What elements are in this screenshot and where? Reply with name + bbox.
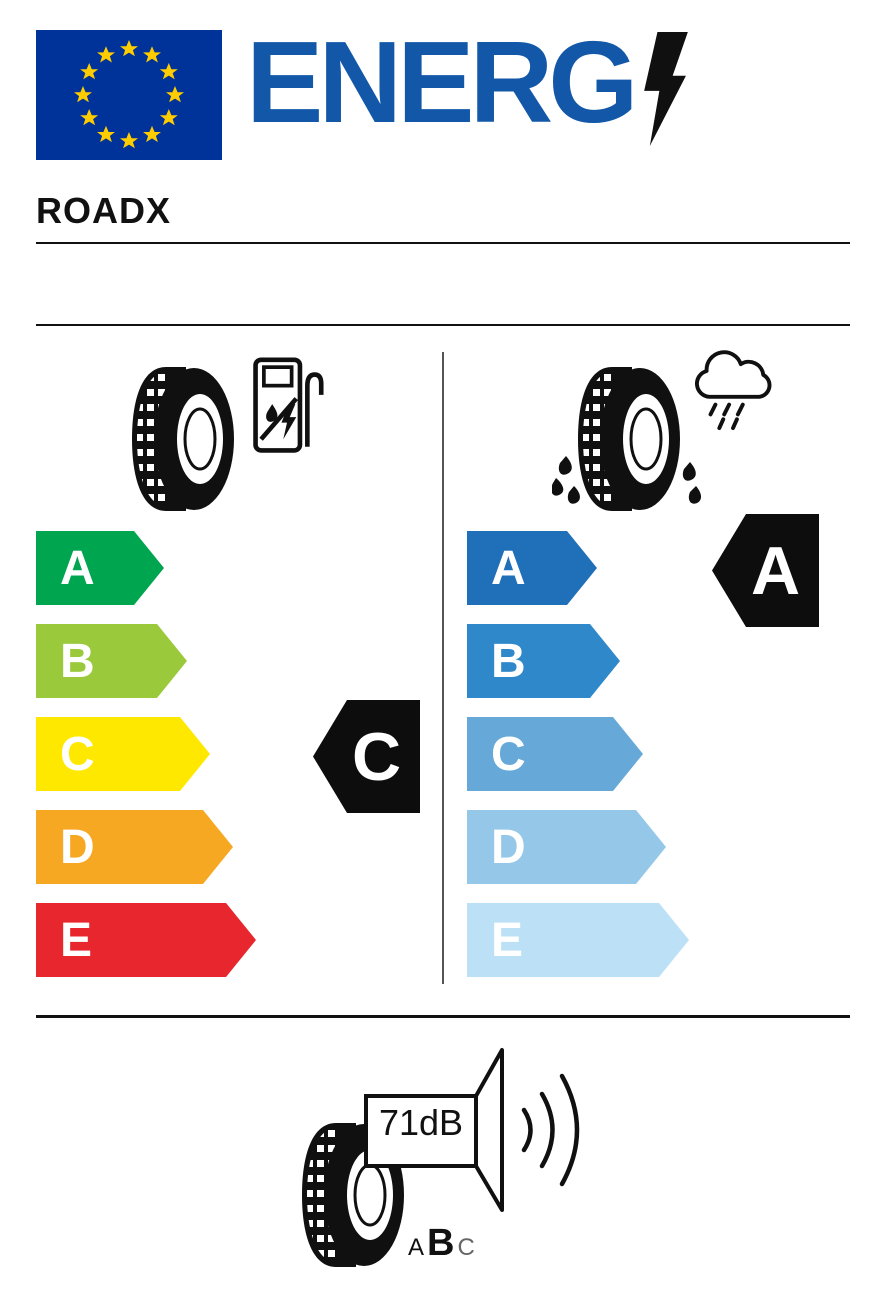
wet-scale-arrow-c: C	[467, 717, 643, 791]
grade-letter: A	[60, 541, 95, 595]
grade-letter: A	[491, 541, 526, 595]
fuel-scale-arrow-c: C	[36, 717, 210, 791]
wet-scale-arrow-a: A	[467, 531, 597, 605]
wet-scale-arrow-e: E	[467, 903, 689, 977]
fuel-scale-arrow-b: B	[36, 624, 187, 698]
rain-cloud-icon	[684, 348, 782, 432]
rating-letter: A	[750, 532, 801, 609]
supplier-name: ROADX	[36, 190, 172, 231]
eu-flag-icon	[36, 30, 222, 160]
noise-db-value: 71dB	[378, 1102, 464, 1143]
grade-letter: E	[491, 913, 524, 967]
grade-letter: C	[491, 727, 526, 781]
noise-class-b-selected: B	[427, 1222, 455, 1264]
divider-noise	[36, 1015, 850, 1018]
rating-letter: C	[351, 718, 402, 795]
tyre-icon-wet	[552, 364, 702, 514]
fuel-pump-icon	[250, 350, 324, 462]
divider-top	[36, 242, 850, 244]
grade-letter: B	[60, 634, 95, 688]
tyre-icon-fuel	[126, 364, 236, 514]
grade-letter: C	[60, 727, 95, 781]
divider-sections	[36, 324, 850, 326]
grade-letter: E	[60, 913, 93, 967]
fuel-scale-arrow-a: A	[36, 531, 164, 605]
wet-scale-arrow-d: D	[467, 810, 666, 884]
fuel-efficiency-rating-badge: C	[313, 700, 420, 813]
noise-class-scale: A B C	[408, 1222, 475, 1265]
vertical-divider	[442, 352, 444, 984]
lightning-bolt-icon	[644, 32, 688, 146]
fuel-scale-arrow-e: E	[36, 903, 256, 977]
wet-scale-arrow-b: B	[467, 624, 620, 698]
noise-class-c: C	[457, 1234, 475, 1261]
grade-letter: D	[60, 820, 95, 874]
wet-grip-rating-badge: A	[712, 514, 819, 627]
fuel-scale-arrow-d: D	[36, 810, 233, 884]
energy-wordmark: ENERG	[246, 17, 639, 147]
noise-class-a: A	[408, 1234, 425, 1261]
grade-letter: D	[491, 820, 526, 874]
grade-letter: B	[491, 634, 526, 688]
